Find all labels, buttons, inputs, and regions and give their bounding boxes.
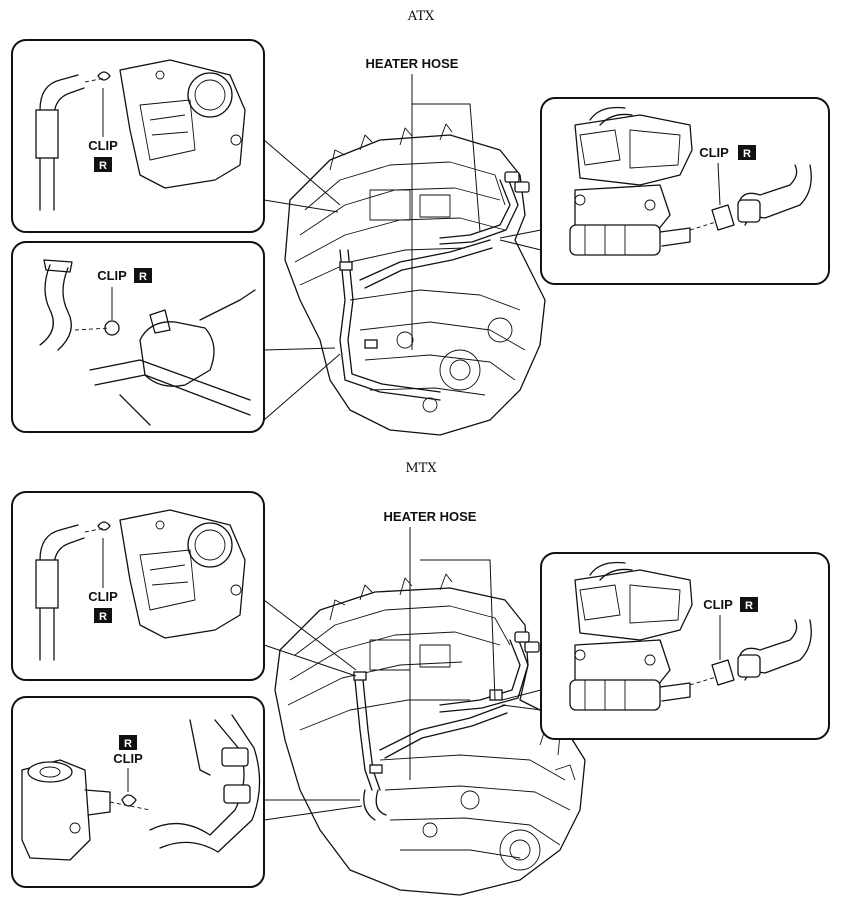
atx-clip-label-3: CLIP — [699, 145, 729, 160]
atx-panel-water-valve: CLIP R — [540, 97, 830, 285]
mtx-leader-water-pipe — [263, 799, 363, 821]
atx-clip-label-1: CLIP — [88, 138, 118, 153]
atx-clip-label-2: CLIP — [97, 268, 127, 283]
atx-leader-throttle — [263, 139, 341, 213]
mtx-leader-throttle — [263, 599, 357, 677]
mtx-r-badge-3 — [740, 597, 758, 612]
mtx-heater-hose-label: HEATER HOSE — [384, 509, 477, 524]
mtx-r-badge-1-text: R — [99, 611, 107, 623]
mtx-clip-label-1: CLIP — [88, 589, 118, 604]
atx-engine-assembly — [284, 123, 546, 436]
mtx-r-badge-3-text: R — [745, 600, 753, 612]
atx-section: ATX — [11, 9, 830, 476]
atx-r-badge-3-text: R — [743, 148, 751, 160]
atx-leader-water-valve — [499, 229, 542, 251]
mtx-clip-label-2: CLIP — [113, 751, 143, 766]
atx-r-badge-2-text: R — [139, 271, 147, 283]
mtx-r-badge-1 — [94, 608, 112, 623]
mtx-r-badge-2 — [119, 735, 137, 750]
mtx-section-title: MTX — [405, 461, 437, 476]
atx-r-badge-1 — [94, 157, 112, 172]
atx-section-title: ATX — [407, 9, 435, 24]
atx-heater-hose-leader-2 — [412, 103, 481, 233]
mtx-panel-water-valve: CLIP R — [540, 552, 830, 740]
atx-r-badge-3 — [738, 145, 756, 160]
mtx-clip-label-3: CLIP — [703, 597, 733, 612]
atx-r-badge-2 — [134, 268, 152, 283]
mtx-section: HEATER HOSE CLIP R — [11, 491, 830, 896]
atx-leader-water-pipe — [263, 347, 341, 421]
mtx-leader-water-valve — [501, 689, 542, 711]
mtx-panel-throttle-body: CLIP R — [11, 491, 265, 681]
mtx-panel-water-pipe: CLIP R — [11, 696, 265, 888]
mtx-engine-assembly — [274, 573, 586, 896]
mtx-heater-hose-leader-2 — [420, 559, 496, 701]
mtx-r-badge-2-text: R — [124, 738, 132, 750]
atx-r-badge-1-text: R — [99, 160, 107, 172]
atx-panel-throttle-body: CLIP R — [11, 39, 265, 233]
atx-panel-water-pipe: CLIP R — [11, 241, 265, 433]
atx-heater-hose-label: HEATER HOSE — [366, 56, 459, 71]
